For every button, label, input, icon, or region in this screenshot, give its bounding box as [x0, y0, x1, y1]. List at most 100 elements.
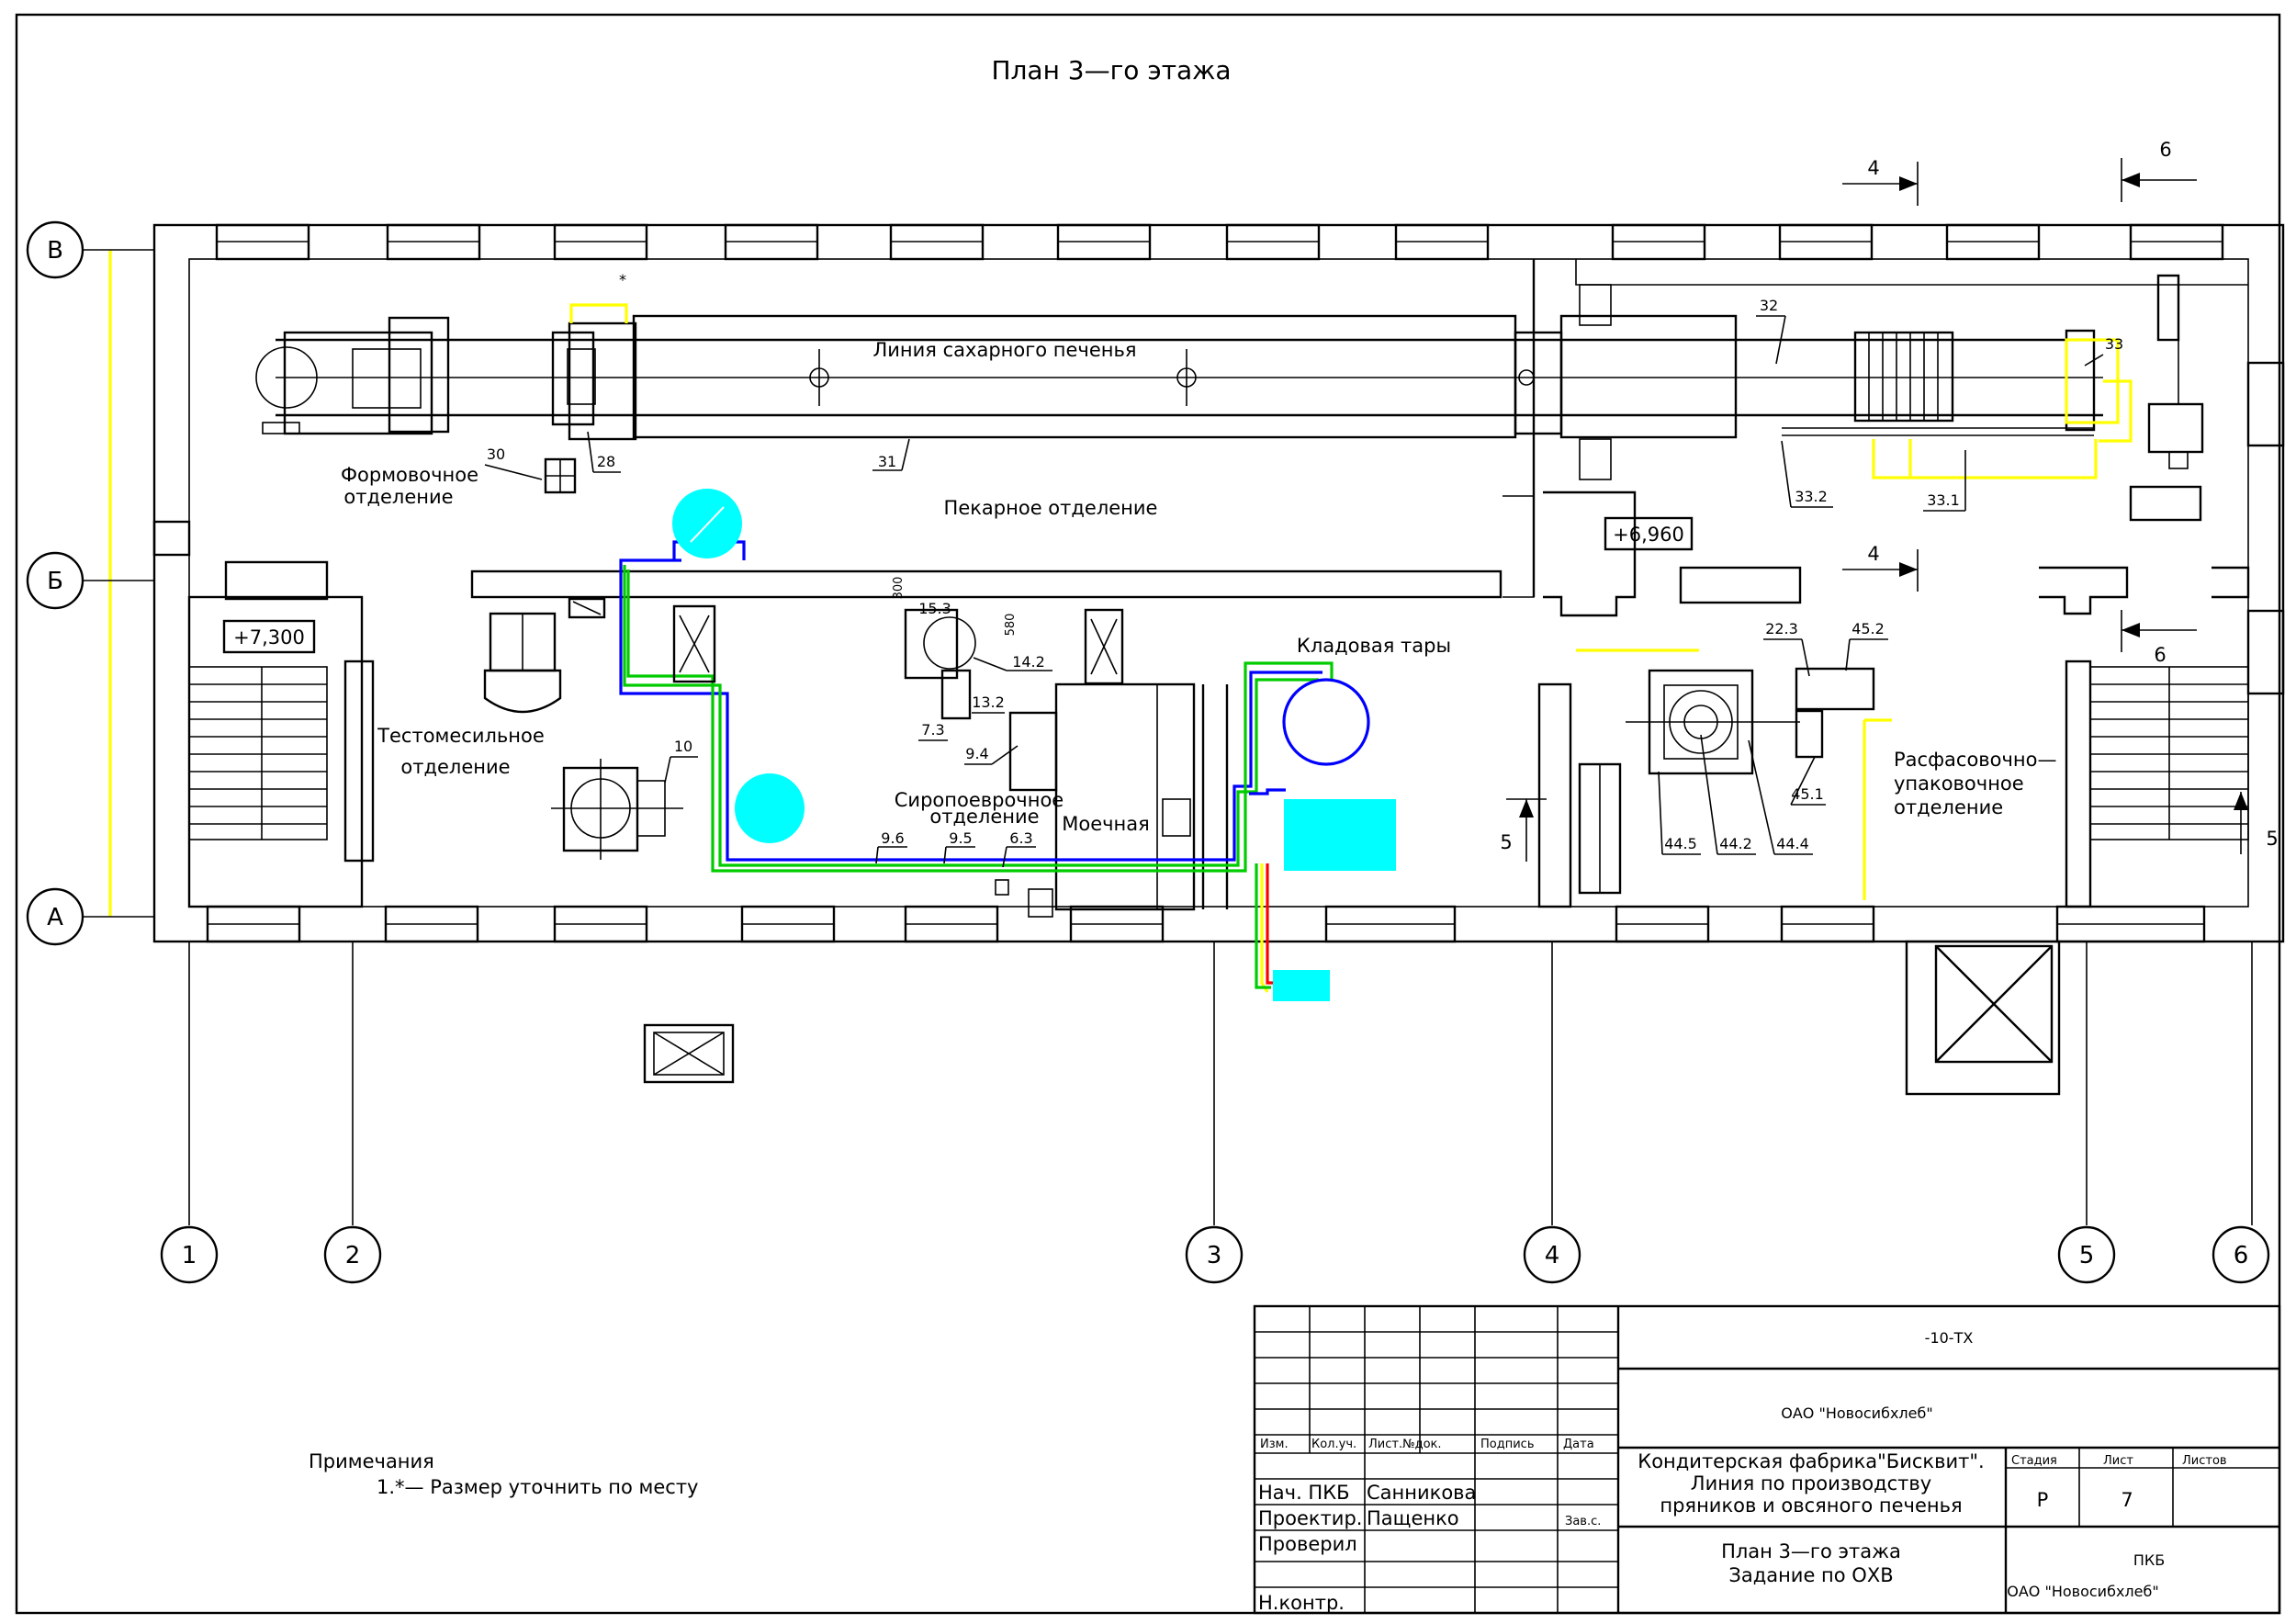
- building-walls: [152, 223, 2285, 943]
- biscuit-production-line: [255, 274, 2204, 522]
- tb-sheet: 7: [2121, 1489, 2133, 1511]
- title-block: Изм. Кол.уч. Лист.№док. Подпись Дата Нач…: [1253, 1304, 2281, 1615]
- grid-axes: [81, 249, 2253, 1225]
- section-6-top: 6: [2159, 139, 2171, 161]
- tb-sheet-hdr: Лист: [2103, 1454, 2133, 1468]
- tb-hdr-list: Лист.№док.: [1368, 1438, 1442, 1451]
- tb-stage-hdr: Стадия: [2011, 1454, 2057, 1468]
- tb-name-1: Санникова: [1367, 1482, 1476, 1504]
- axis-label-1: 1: [182, 1242, 197, 1269]
- axis-bubble-col-3: 3: [1185, 1225, 1244, 1284]
- label-syrup-1: Сиропоеврочное: [895, 789, 1064, 811]
- tb-project-1: Кондитерская фабрика"Бисквит".: [1638, 1450, 1984, 1472]
- stairs-right: [2089, 666, 2249, 840]
- section-6-mid: 6: [2154, 644, 2166, 666]
- axis-bubble-col-5: 5: [2057, 1225, 2116, 1284]
- axis-bubble-col-6: 6: [2212, 1225, 2270, 1284]
- tag-7-3: 7.3: [921, 721, 944, 739]
- star-mark: *: [619, 271, 626, 288]
- axis-bubble-col-2: 2: [323, 1225, 382, 1284]
- label-packing-2: упаковочное: [1894, 773, 2024, 795]
- tb-name-2: Пащенко: [1367, 1507, 1459, 1529]
- level-mark-2: +6,960: [1604, 516, 1694, 551]
- tb-stage: Р: [2037, 1489, 2049, 1511]
- drawing-frame: [15, 13, 2281, 1615]
- label-forming-1: Формовочное: [341, 464, 478, 486]
- axis-bubble-row-v: В: [26, 220, 84, 279]
- tb-hdr-izm: Изм.: [1260, 1438, 1289, 1451]
- tag-44-5: 44.5: [1664, 835, 1697, 852]
- axis-bubble-col-1: 1: [160, 1225, 219, 1284]
- section-marks: 4 6 4 6 5 5: [1500, 139, 2279, 862]
- tb-role-2: Проектир.: [1258, 1507, 1362, 1529]
- level-value-1: +7,300: [233, 626, 305, 648]
- tag-45-2: 45.2: [1851, 620, 1885, 637]
- tag-9-5: 9.5: [949, 829, 972, 847]
- equipment-tags: 32 33 31 30 28 33.2 33.1 10 15.3 14.2 13…: [484, 271, 2123, 868]
- tb-dept: ПКБ: [2133, 1551, 2165, 1569]
- tag-14-2: 14.2: [1012, 653, 1045, 671]
- tag-15-3: 15.3: [918, 600, 951, 617]
- axis-label-3: 3: [1207, 1242, 1222, 1269]
- tag-22-3: 22.3: [1765, 620, 1798, 637]
- yellow-lines: [108, 250, 2133, 917]
- tb-hdr-kol: Кол.уч.: [1311, 1438, 1356, 1451]
- cyan-equipment: [672, 489, 1396, 1001]
- section-4-mid: 4: [1867, 543, 1879, 565]
- lift-shaft: [1905, 940, 2061, 1096]
- tag-31: 31: [878, 453, 896, 470]
- label-washing: Моечная: [1062, 813, 1150, 835]
- tag-33-1: 33.1: [1927, 491, 1960, 509]
- label-syrup-2: отделение: [929, 806, 1039, 828]
- tb-sheet-title-1: План 3—го этажа: [1721, 1540, 1901, 1562]
- tag-10: 10: [674, 738, 692, 755]
- tb-project-2: Линия по производству: [1691, 1472, 1931, 1494]
- tag-9-6: 9.6: [881, 829, 904, 847]
- notes-item: 1.*— Размер уточнить по месту: [377, 1476, 698, 1498]
- equipment-misc: [483, 284, 1875, 918]
- axis-bubble-row-a: А: [26, 887, 84, 946]
- section-5-right: 5: [2266, 828, 2278, 850]
- tag-33-2: 33.2: [1795, 488, 1828, 505]
- label-dough-2: отделение: [400, 756, 510, 778]
- label-packing-1: Расфасовочно—: [1894, 749, 2057, 771]
- tb-sheet-title-2: Задание по ОХВ: [1728, 1564, 1893, 1586]
- tb-project-3: пряников и овсяного печенья: [1660, 1494, 1962, 1517]
- dim-300: 300: [892, 577, 906, 600]
- tag-44-4: 44.4: [1776, 835, 1809, 852]
- axis-label-b: Б: [47, 568, 63, 595]
- tag-45-1: 45.1: [1791, 785, 1824, 803]
- tb-role-1: Нач. ПКБ: [1258, 1482, 1350, 1504]
- tb-role-3: Проверил: [1258, 1533, 1357, 1555]
- label-dough-1: Тестомесильное: [377, 725, 545, 747]
- tag-32: 32: [1760, 297, 1778, 314]
- tb-org: ОАО "Новосибхлеб": [1781, 1404, 1932, 1422]
- tag-13-2: 13.2: [972, 694, 1005, 711]
- tag-28: 28: [597, 453, 615, 470]
- vent-box: [643, 1023, 735, 1084]
- label-packing-3: отделение: [1894, 796, 2003, 818]
- axis-label-5: 5: [2079, 1242, 2095, 1269]
- plan-title: План 3—го этажа: [991, 55, 1231, 85]
- cyan-unit-large: [1284, 799, 1396, 871]
- axis-label-4: 4: [1545, 1242, 1560, 1269]
- label-baking: Пекарное отделение: [944, 497, 1158, 519]
- tag-9-4: 9.4: [965, 745, 988, 762]
- tag-33: 33: [2105, 335, 2123, 353]
- section-4-top: 4: [1867, 157, 1879, 179]
- level-value-2: +6,960: [1613, 524, 1684, 546]
- tag-30: 30: [487, 445, 505, 463]
- tb-hdr-podp: Подпись: [1480, 1438, 1534, 1451]
- tb-sheets-hdr: Листов: [2182, 1454, 2227, 1468]
- level-mark-1: +7,300: [222, 619, 316, 654]
- axis-bubble-row-b: Б: [26, 551, 84, 610]
- axis-label-6: 6: [2234, 1242, 2249, 1269]
- stairs-left: [188, 560, 329, 840]
- dim-580: 580: [1004, 614, 1018, 637]
- tag-6-3: 6.3: [1009, 829, 1032, 847]
- axis-label-a: А: [47, 904, 63, 931]
- label-line: Линия сахарного печенья: [872, 339, 1136, 361]
- tb-hdr-data: Дата: [1563, 1438, 1594, 1451]
- tb-code: -10-ТХ: [1925, 1329, 1974, 1347]
